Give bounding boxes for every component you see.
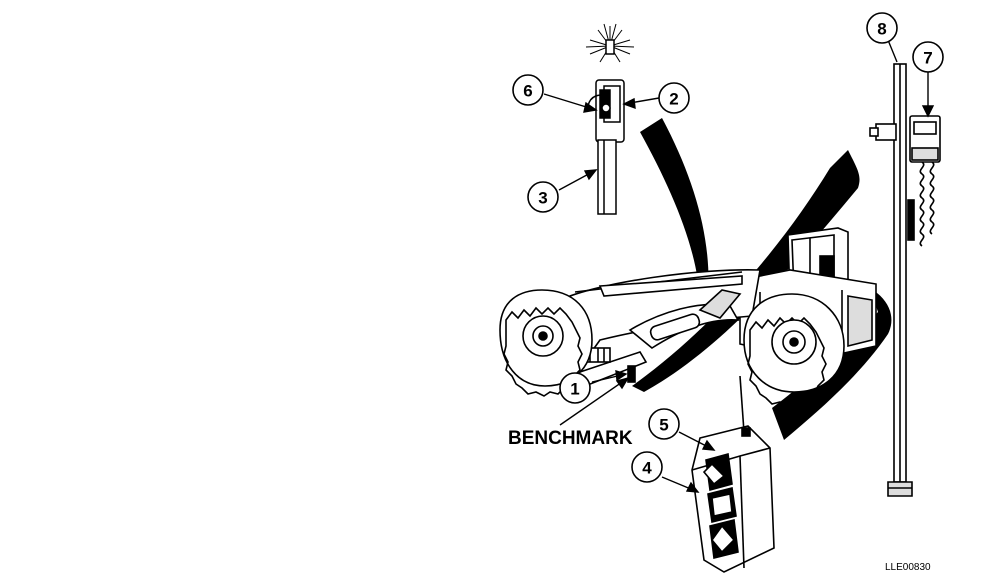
strobe-light-icon [586,24,634,214]
benchmark-label: BENCHMARK [508,428,633,449]
svg-text:3: 3 [538,189,547,208]
svg-text:7: 7 [923,49,932,68]
svg-text:2: 2 [669,90,678,109]
callout-4: 4 [632,452,662,482]
callout-2: 2 [659,83,689,113]
figure-id: LLE00830 [885,562,931,573]
callout-5: 5 [649,409,679,439]
svg-text:5: 5 [659,416,668,435]
svg-text:8: 8 [877,20,886,39]
callout-3: 3 [528,182,558,212]
svg-text:6: 6 [523,82,532,101]
svg-text:4: 4 [642,459,652,478]
svg-text:1: 1 [570,380,579,399]
callout-1: 1 [560,373,590,403]
scraper-vehicle-icon [500,228,876,406]
remote-control-icon [692,376,774,572]
callout-7: 7 [913,42,943,72]
callout-6: 6 [513,75,543,105]
callout-8: 8 [867,13,897,43]
